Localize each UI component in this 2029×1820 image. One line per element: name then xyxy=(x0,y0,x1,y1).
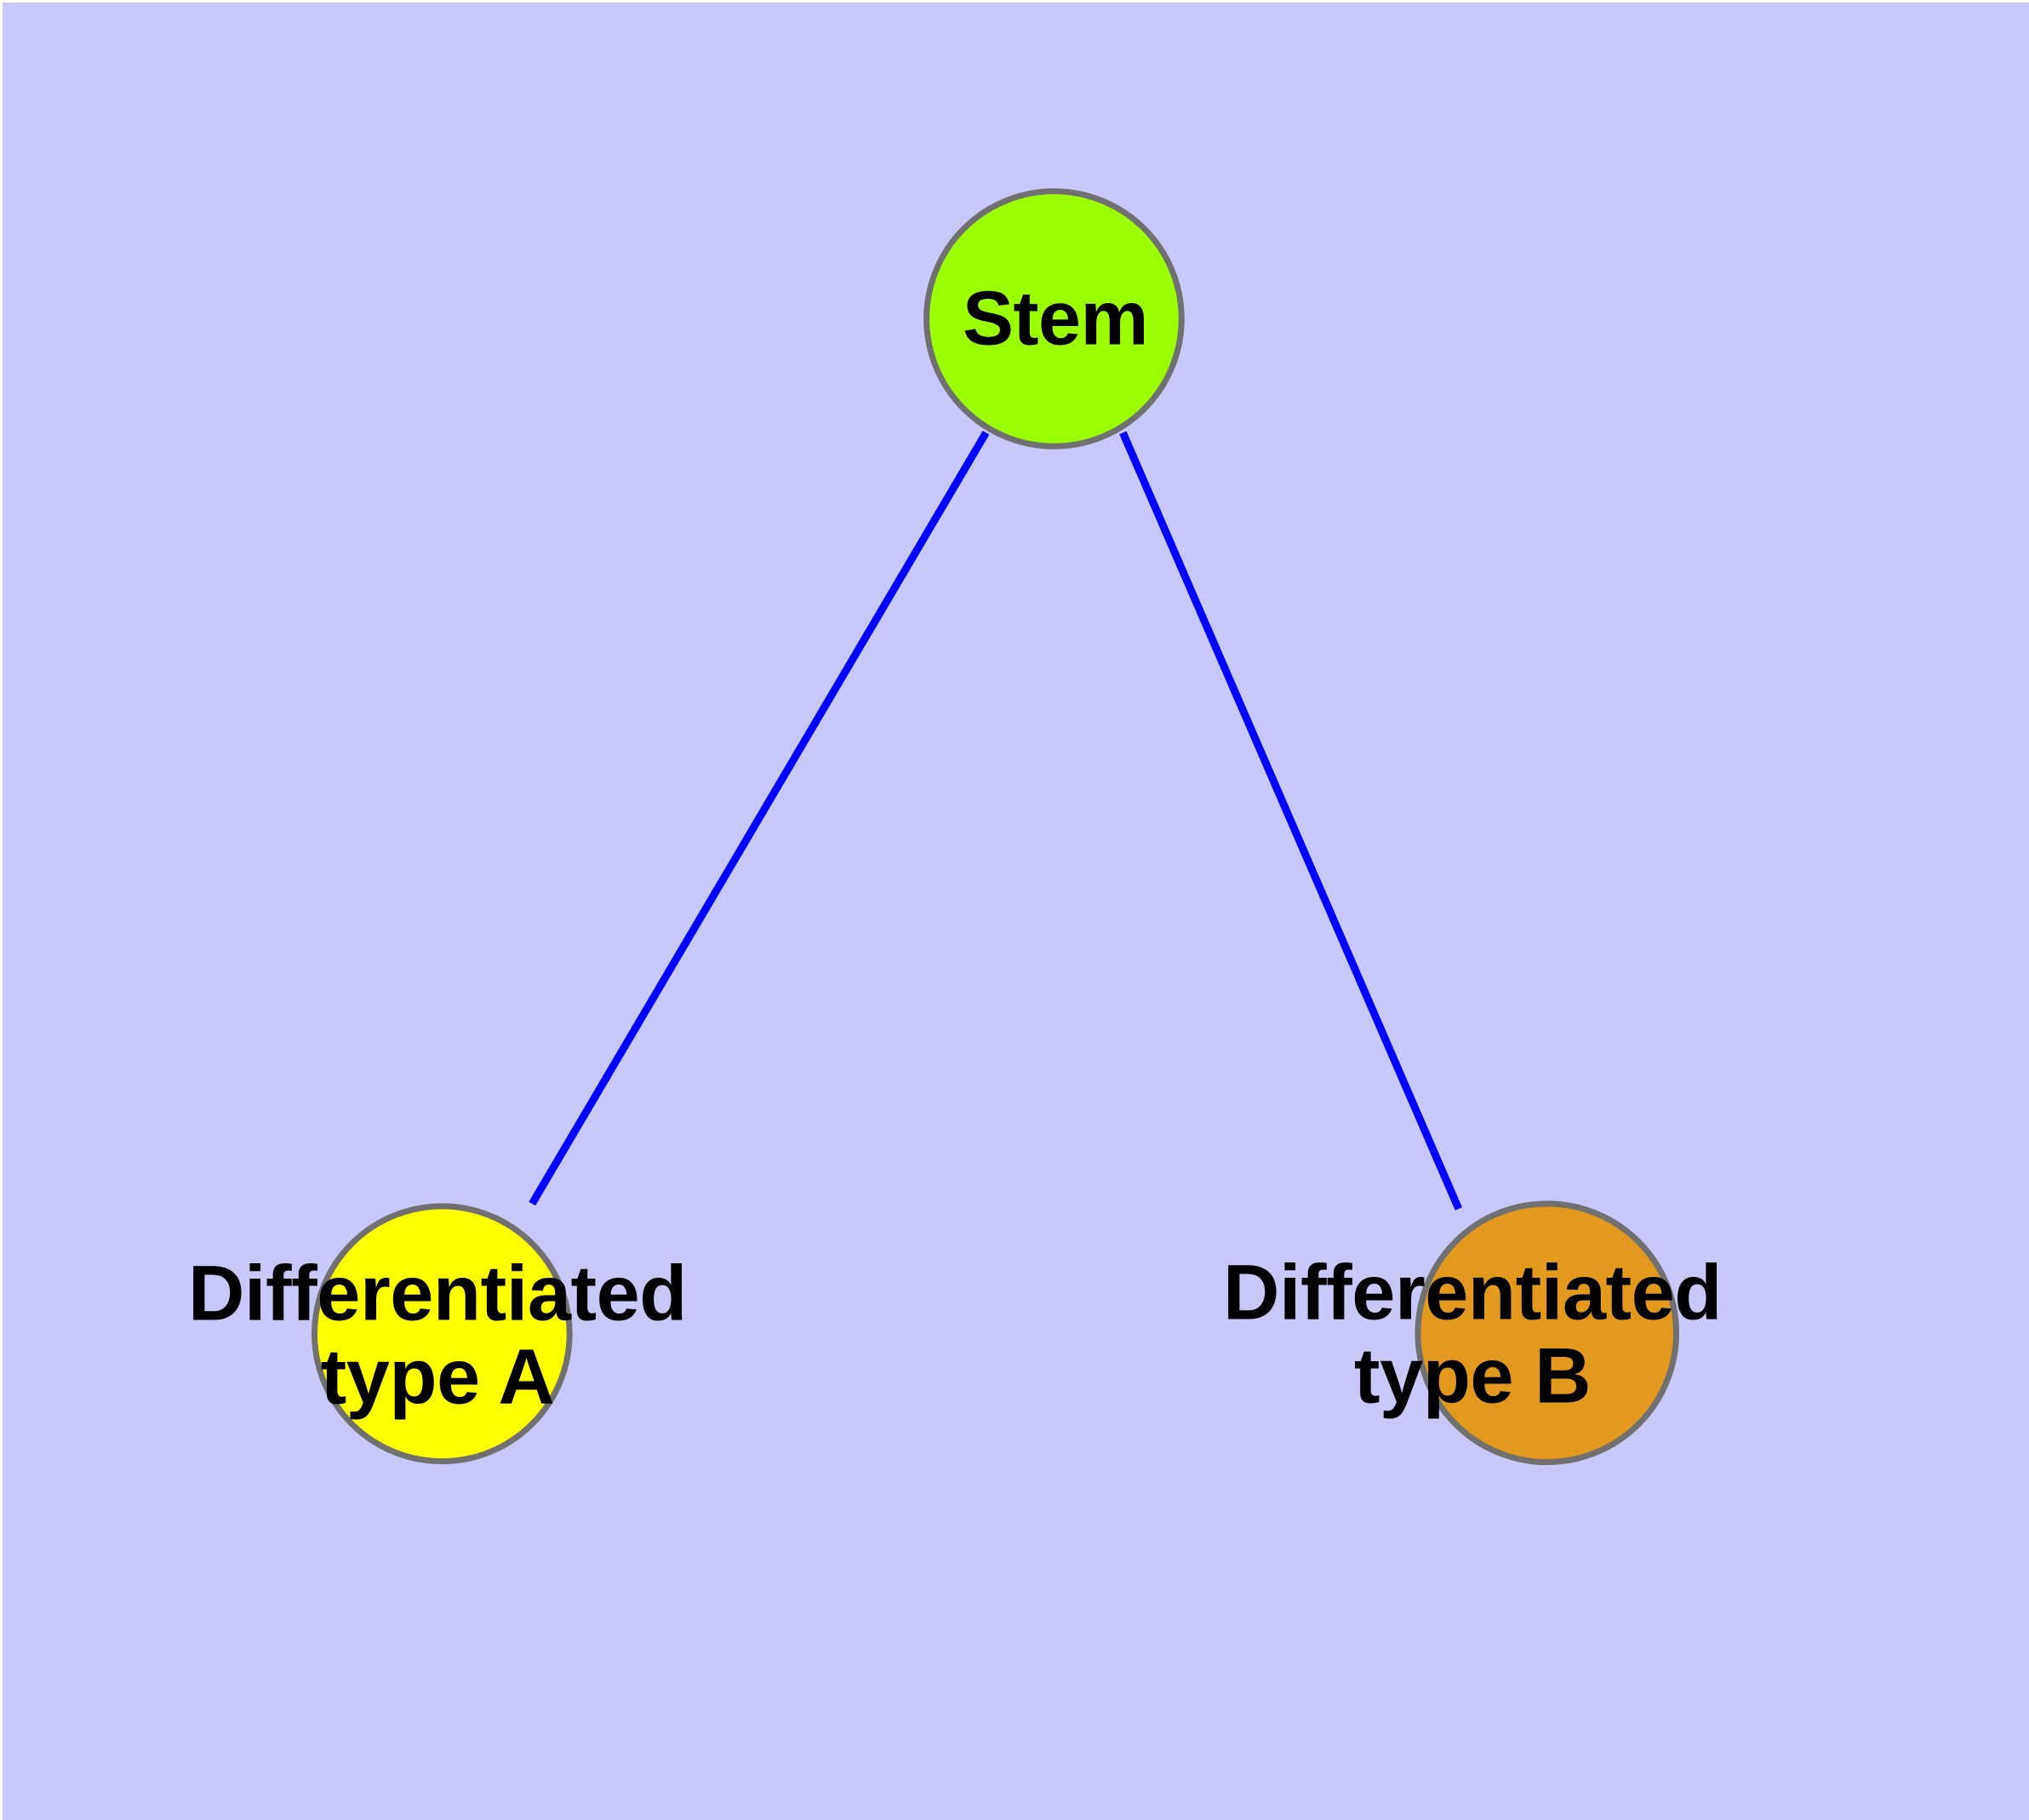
graph-edge[interactable] xyxy=(1119,431,1462,1210)
graph-node-diff_b[interactable] xyxy=(1415,1200,1680,1466)
graph-node-stem[interactable] xyxy=(923,188,1185,449)
edge-layer xyxy=(529,431,1462,1210)
graph-node-diff_a[interactable] xyxy=(311,1203,573,1465)
graph-edge[interactable] xyxy=(529,431,990,1206)
graph-svg xyxy=(311,188,1680,1466)
node-layer xyxy=(311,188,1680,1466)
